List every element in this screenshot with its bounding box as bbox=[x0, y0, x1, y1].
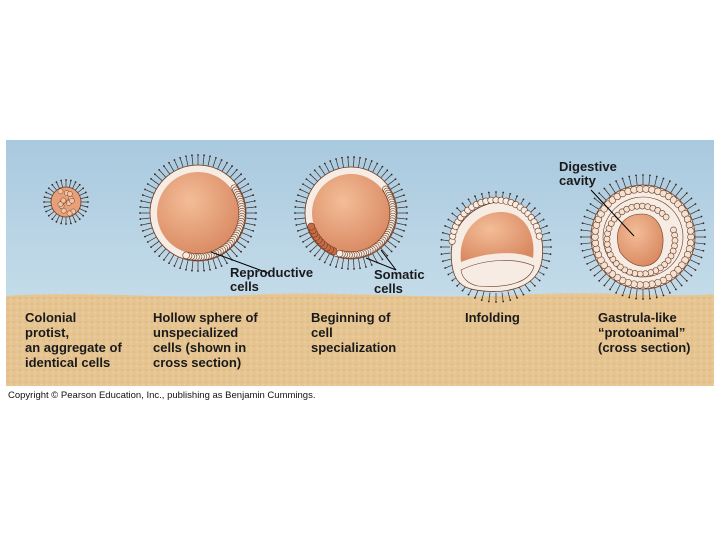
stage-label-specialization: Beginning of cell specialization bbox=[311, 310, 397, 355]
stage-label-infolding: Infolding bbox=[465, 310, 520, 325]
copyright-notice: Copyright © Pearson Education, Inc., pub… bbox=[8, 390, 316, 401]
digestive-pointer-line bbox=[590, 189, 635, 237]
gastrula-organism bbox=[580, 174, 706, 300]
somatic-pointer-line-2 bbox=[365, 257, 397, 271]
callout-somatic-cells: Somatic cells bbox=[374, 267, 425, 296]
specialized-sphere-organism bbox=[294, 156, 408, 270]
colonial-protist-organism bbox=[43, 179, 89, 225]
callout-reproductive-cells: Reproductive cells bbox=[230, 265, 314, 294]
sea-floor bbox=[6, 293, 714, 386]
stage-label-hollow-sphere: Hollow sphere of unspecialized cells (sh… bbox=[153, 310, 258, 370]
diagram-illustration bbox=[6, 140, 714, 386]
stage-label-gastrula: Gastrula-like “protoanimal” (cross secti… bbox=[598, 310, 691, 355]
infolding-organism bbox=[440, 191, 552, 303]
somatic-pointer-line-1 bbox=[380, 249, 397, 271]
hollow-sphere-organism bbox=[139, 154, 257, 272]
callout-digestive-cavity: Digestive cavity bbox=[559, 159, 617, 188]
stage-label-colonial: Colonial protist, an aggregate of identi… bbox=[25, 310, 122, 370]
reproductive-pointer-line bbox=[210, 251, 269, 274]
evolution-diagram: Colonial protist, an aggregate of identi… bbox=[6, 140, 714, 386]
